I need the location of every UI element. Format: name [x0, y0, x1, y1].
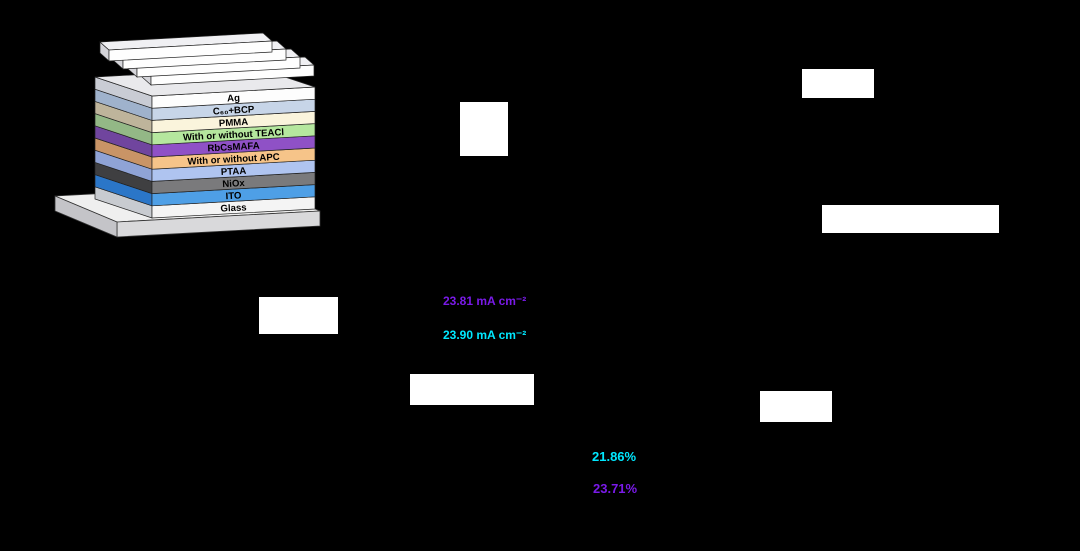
device-layer-label: With or without TEACl: [183, 127, 285, 143]
jv-legend: [460, 102, 508, 156]
eqe-legend: [802, 69, 874, 98]
spo-target-jsc-label: 23.81 mA cm⁻²: [443, 294, 527, 308]
device-layer-label: PMMA: [219, 117, 249, 130]
stability-legend: [760, 391, 832, 422]
spo-legend: [410, 374, 534, 405]
device-layer-label: C₆₀+BCP: [213, 104, 256, 117]
device-layer-label: With or without APC: [187, 152, 280, 168]
spo-target-pce-label: 23.71%: [593, 481, 638, 496]
histogram-legend: [259, 297, 338, 334]
spo-pristine-jsc-label: 23.90 mA cm⁻²: [443, 328, 527, 342]
device-layer-label: Ag: [227, 93, 240, 105]
eqe-integrated-box: [822, 205, 999, 233]
device-layer-label: NiOx: [222, 178, 246, 190]
spo-pristine-pce-label: 21.86%: [592, 449, 637, 464]
jv-group-label-pristine: Pristine: [423, 108, 468, 122]
device-layer-label: ITO: [225, 190, 242, 202]
jv-group-label-target: Target: [428, 134, 464, 148]
device-layer-label: RbCsMAFA: [207, 141, 260, 155]
device-layer-label: PTAA: [221, 166, 247, 178]
device-layer-label: Glass: [220, 202, 247, 214]
